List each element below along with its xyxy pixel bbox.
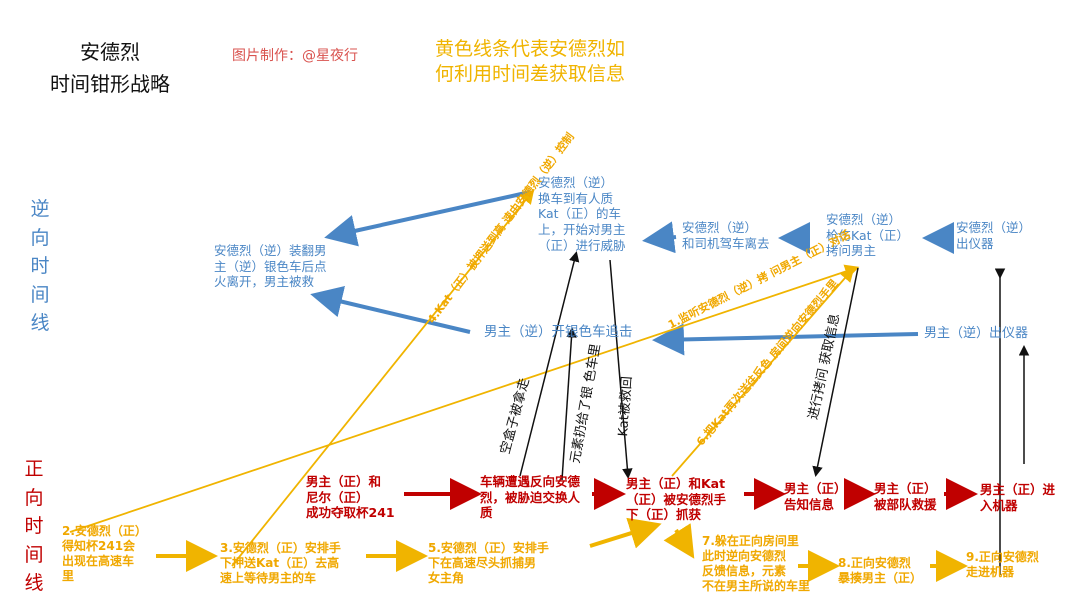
legend-text: 黄色线条代表安德烈如 何利用时间差获取信息 bbox=[435, 38, 626, 85]
node-hero-neil-seize: 男主（正）和 尼尔（正） 成功夺取杯241 bbox=[306, 474, 395, 521]
node-car-ambush: 车辆遭遇反向安德 烈，被胁迫交换人 质 bbox=[480, 474, 581, 521]
blue-arrow-switch-to-flip bbox=[324, 190, 531, 247]
yellow-arrow-to-7 bbox=[663, 523, 695, 559]
black-line-torture bbox=[812, 267, 859, 477]
node-step-9: 9.正向安德烈 走进机器 bbox=[966, 550, 1039, 579]
black-line-empty-box bbox=[519, 251, 580, 477]
node-hero-rescued: 男主（正） 被部队救援 bbox=[874, 481, 937, 512]
blue-arrow-chase-to-flip bbox=[310, 285, 471, 334]
yellow-arrow-5-7 bbox=[589, 517, 662, 549]
node-andrei-shoot: 安德烈（逆） 枪伤Kat（正） 拷问男主 bbox=[826, 212, 910, 259]
blue-arrow-drive-to-switch bbox=[642, 221, 677, 254]
node-andrei-flip: 安德烈（逆）装翻男 主（逆）银色车后点 火离开，男主被救 bbox=[214, 243, 327, 290]
node-andrei-switch-car: 安德烈（逆） 换车到有人质 Kat（正）的车 上，开始对男主 （正）进行威胁 bbox=[538, 175, 626, 253]
node-step-5: 5.安德烈（正）安排手 下在高速尽头抓捕男 女主角 bbox=[428, 541, 549, 585]
node-hero-chase: 男主（逆）开银色车追击 bbox=[484, 324, 633, 340]
node-step-3: 3.安德烈（正）安排手 下押送Kat（正）去高 速上等待男主的车 bbox=[220, 541, 341, 585]
node-hero-tells: 男主（正） 告知信息 bbox=[784, 481, 847, 512]
credit-text: 图片制作：@星夜行 bbox=[232, 48, 358, 64]
black-line-kat-rescued bbox=[609, 259, 633, 479]
node-andrei-drive-away: 安德烈（逆） 和司机驾车离去 bbox=[682, 220, 770, 251]
node-hero-enter: 男主（正）进 入机器 bbox=[980, 482, 1056, 513]
blue-arrow-heroexit-to-chase bbox=[652, 323, 919, 356]
node-hero-kat-captured: 男主（正）和Kat （正）被安德烈手 下（正）抓获 bbox=[626, 476, 727, 523]
yellow-line-6 bbox=[671, 267, 855, 477]
node-hero-exit: 男主（逆）出仪器 bbox=[924, 326, 1029, 341]
diagram-title: 安德烈 时间钳形战略 bbox=[50, 40, 170, 96]
axis-forward-label: 正 向 时 间 线 bbox=[24, 458, 44, 594]
node-andrei-exit: 安德烈（逆） 出仪器 bbox=[956, 220, 1032, 251]
yellow-line-4 bbox=[231, 189, 535, 567]
axis-reverse-label: 逆 向 时 间 线 bbox=[30, 198, 50, 334]
node-step-8: 8.正向安德烈 暴揍男主（正） bbox=[838, 556, 923, 585]
black-line-element bbox=[561, 327, 577, 481]
node-step-7: 7.躲在正向房间里 此时逆向安德烈 反馈信息，元素 不在男主所说的车里 bbox=[702, 534, 811, 593]
node-step-2: 2.安德烈（正） 得知杯241会 出现在高速车 里 bbox=[62, 524, 147, 583]
yellow-line-1 bbox=[69, 264, 860, 533]
